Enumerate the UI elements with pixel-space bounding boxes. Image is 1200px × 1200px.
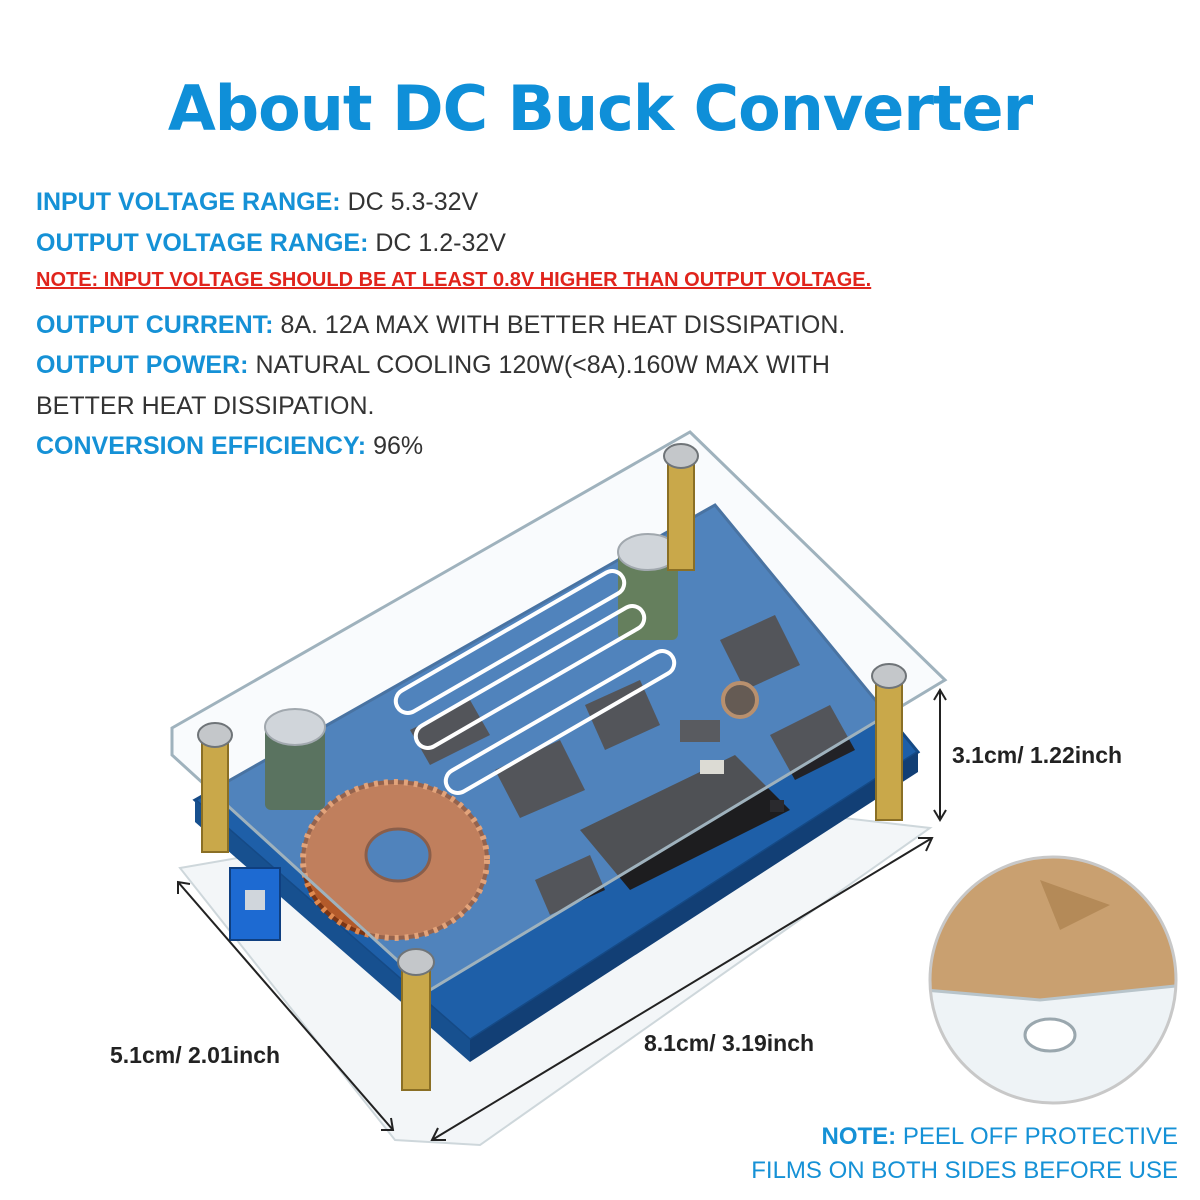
spec-label: OUTPUT POWER: bbox=[36, 351, 249, 379]
mosfet-chip bbox=[770, 705, 855, 780]
acrylic-slot bbox=[413, 604, 647, 750]
spec-label: CONVERSION EFFICIENCY: bbox=[36, 432, 367, 460]
mosfet-chip bbox=[495, 740, 585, 818]
potentiometer-knob bbox=[245, 890, 265, 910]
spec-output-voltage: OUTPUT VOLTAGE RANGE: DC 1.2-32V bbox=[36, 229, 506, 258]
acrylic-slot bbox=[443, 649, 677, 795]
peeled-film-corner bbox=[1040, 880, 1110, 930]
brass-standoff bbox=[875, 679, 903, 821]
toroid-inductor-hole bbox=[364, 827, 432, 883]
capacitor bbox=[265, 725, 325, 810]
brass-standoff bbox=[201, 739, 229, 853]
spec-value: 96% bbox=[373, 432, 424, 460]
spec-input-voltage: INPUT VOLTAGE RANGE: DC 5.3-32V bbox=[36, 188, 478, 217]
protective-film bbox=[930, 857, 1176, 1000]
spec-output-current: OUTPUT CURRENT: 8A. 12A MAX WITH BETTER … bbox=[36, 311, 845, 340]
spec-label: OUTPUT CURRENT: bbox=[36, 311, 274, 339]
toroid-inductor-shadow bbox=[300, 779, 490, 941]
length-dimension-label: 8.1cm/ 3.19inch bbox=[644, 1030, 815, 1056]
bottom-note-label: NOTE: bbox=[821, 1123, 897, 1150]
acrylic-slot bbox=[393, 569, 627, 715]
main-ic-chip bbox=[580, 755, 790, 890]
protective-film-inset bbox=[930, 857, 1176, 1103]
smd-component bbox=[770, 800, 784, 812]
capacitor bbox=[618, 550, 678, 640]
spec-value: 8A. 12A MAX WITH BETTER HEAT DISSIPATION… bbox=[280, 311, 846, 339]
screw-head bbox=[397, 948, 435, 976]
height-dimension-label: 3.1cm/ 1.22inch bbox=[952, 742, 1123, 768]
inset-border bbox=[928, 855, 1178, 1105]
screw-head bbox=[663, 443, 699, 469]
brass-standoff bbox=[401, 964, 431, 1091]
mosfet-chip bbox=[585, 680, 660, 750]
brass-standoff bbox=[667, 459, 695, 571]
bottom-note-text: PEEL OFF PROTECTIVE bbox=[902, 1123, 1178, 1150]
acrylic-hole bbox=[1023, 1017, 1077, 1053]
spec-label: OUTPUT VOLTAGE RANGE: bbox=[36, 229, 369, 257]
spec-output-power: OUTPUT POWER: NATURAL COOLING 120W(<8A).… bbox=[36, 351, 830, 380]
length-dimension-line bbox=[431, 837, 933, 1141]
voltage-note: NOTE: INPUT VOLTAGE SHOULD BE AT LEAST 0… bbox=[36, 269, 872, 291]
smd-component bbox=[680, 720, 720, 742]
capacitor-top bbox=[264, 708, 326, 746]
mosfet-chip bbox=[720, 615, 800, 690]
spec-label: INPUT VOLTAGE RANGE: bbox=[36, 188, 341, 216]
width-dimension-line bbox=[177, 881, 394, 1131]
small-inductor bbox=[721, 681, 759, 719]
ic-chip bbox=[535, 855, 605, 915]
page-title: About DC Buck Converter bbox=[167, 72, 1033, 145]
bottom-note-line1: NOTE: PEEL OFF PROTECTIVE bbox=[822, 1123, 1179, 1151]
bottom-note-line2: FILMS ON BOTH SIDES BEFORE USE bbox=[751, 1157, 1178, 1184]
screw-head bbox=[197, 722, 233, 748]
dimension-lines bbox=[177, 688, 947, 1141]
width-dimension-label: 5.1cm/ 2.01inch bbox=[110, 1042, 281, 1068]
spec-output-power-cont: BETTER HEAT DISSIPATION. bbox=[36, 392, 375, 420]
screw-head bbox=[871, 663, 907, 689]
spec-value: DC 5.3-32V bbox=[347, 188, 479, 216]
pcb-edge bbox=[470, 752, 918, 1062]
smd-component bbox=[700, 760, 724, 774]
spec-value: NATURAL COOLING 120W(<8A).160W MAX WITH bbox=[255, 351, 830, 379]
spec-efficiency: CONVERSION EFFICIENCY: 96% bbox=[36, 432, 423, 461]
spec-value: DC 1.2-32V bbox=[375, 229, 506, 257]
